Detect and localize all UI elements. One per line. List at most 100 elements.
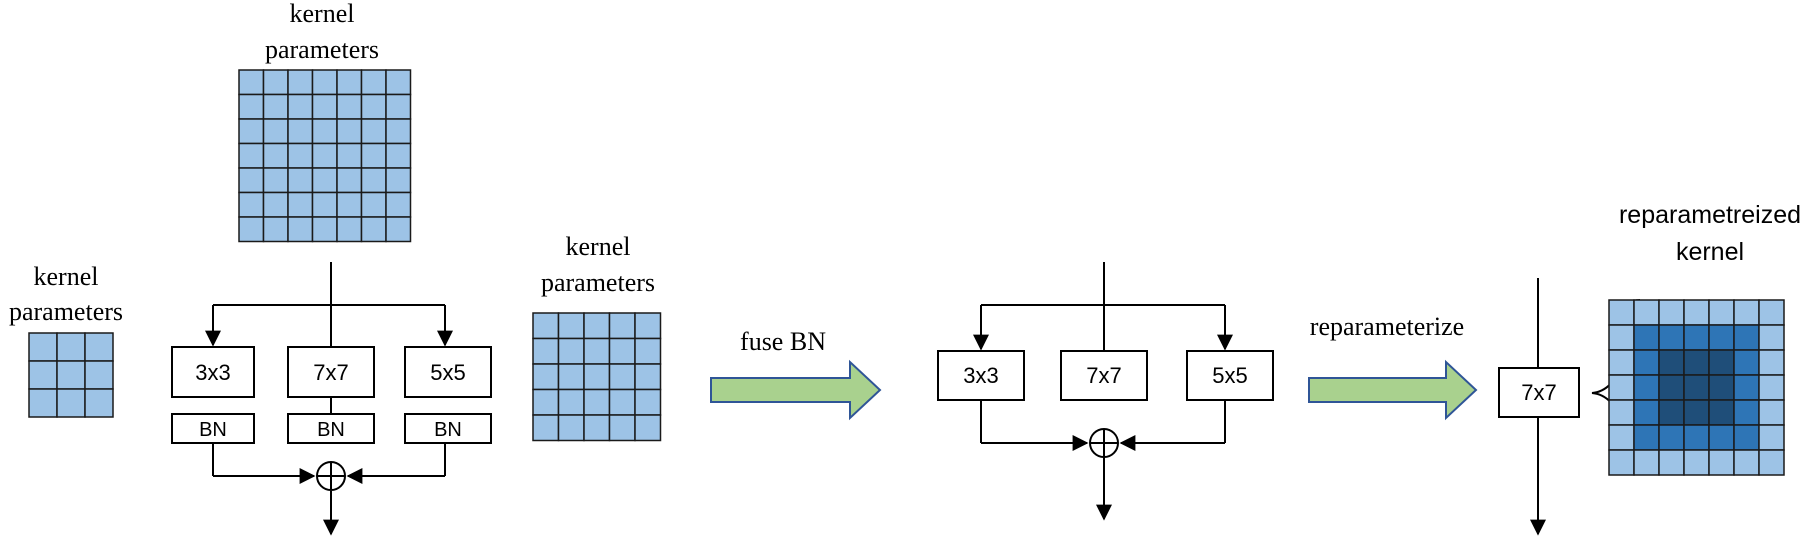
kernel-cell bbox=[262, 167, 289, 194]
kernel-cell bbox=[608, 414, 636, 442]
reparameterize-label: reparameterize bbox=[1310, 312, 1464, 341]
kernel-cell bbox=[385, 167, 412, 194]
kernel-cell bbox=[238, 191, 265, 218]
stage2-conv-7x7-label: 7x7 bbox=[1086, 363, 1121, 388]
kernel-cell bbox=[1658, 399, 1685, 426]
kernel-cell bbox=[385, 216, 412, 243]
kernel-cell bbox=[262, 191, 289, 218]
stage1-bn-box-2 bbox=[287, 413, 375, 444]
kernel-params-left-line2: parameters bbox=[9, 297, 123, 326]
kernel-cell bbox=[262, 69, 289, 96]
stage1-conv-5x5-box bbox=[404, 346, 492, 398]
kernel-cell bbox=[608, 337, 636, 365]
kernel-cell bbox=[1633, 299, 1660, 326]
kernel-cell bbox=[1608, 349, 1635, 376]
kernel-cell bbox=[532, 337, 560, 365]
kernel-cell bbox=[532, 363, 560, 391]
kernel-cell bbox=[84, 388, 114, 418]
kernel-cell bbox=[634, 363, 662, 391]
kernel-cell bbox=[1658, 299, 1685, 326]
reparam-kernel-line1: reparametreized bbox=[1619, 201, 1801, 229]
kernel-cell bbox=[28, 388, 58, 418]
kernel-cell bbox=[1708, 299, 1735, 326]
kernel-cell bbox=[1633, 374, 1660, 401]
kernel-cell bbox=[1758, 374, 1785, 401]
kernel-cell bbox=[28, 360, 58, 390]
kernel-cell bbox=[336, 216, 363, 243]
kernel-cell bbox=[287, 69, 314, 96]
kernel-cell bbox=[1683, 424, 1710, 451]
kernel-cell bbox=[1733, 324, 1760, 351]
kernel-cell bbox=[1733, 399, 1760, 426]
kernel-params-left-line1: kernel bbox=[34, 262, 99, 291]
kernel-cell bbox=[1708, 374, 1735, 401]
kernel-cell bbox=[557, 363, 585, 391]
kernel-cell bbox=[238, 118, 265, 145]
kernel-cell bbox=[1708, 424, 1735, 451]
kernel-cell bbox=[385, 191, 412, 218]
kernel-cell bbox=[1758, 349, 1785, 376]
stage3-conv-7x7-label: 7x7 bbox=[1521, 380, 1556, 405]
stage1-bn-box-3 bbox=[404, 413, 492, 444]
kernel-cell bbox=[385, 118, 412, 145]
kernel-cell bbox=[336, 69, 363, 96]
kernel-cell bbox=[336, 191, 363, 218]
kernel-cell bbox=[56, 360, 86, 390]
kernel-grid-5x5 bbox=[532, 312, 662, 442]
kernel-cell bbox=[608, 312, 636, 340]
kernel-cell bbox=[311, 118, 338, 145]
kernel-cell bbox=[1683, 324, 1710, 351]
kernel-cell bbox=[287, 216, 314, 243]
kernel-cell bbox=[557, 312, 585, 340]
kernel-cell bbox=[1683, 349, 1710, 376]
kernel-cell bbox=[311, 191, 338, 218]
kernel-cell bbox=[1708, 324, 1735, 351]
kernel-cell bbox=[1758, 324, 1785, 351]
kernel-cell bbox=[532, 388, 560, 416]
kernel-grid-3x3 bbox=[28, 332, 114, 418]
kernel-params-top-line2: parameters bbox=[265, 35, 379, 64]
kernel-cell bbox=[287, 191, 314, 218]
kernel-params-top-line1: kernel bbox=[290, 0, 355, 28]
kernel-cell bbox=[336, 118, 363, 145]
kernel-cell bbox=[1683, 374, 1710, 401]
kernel-cell bbox=[311, 216, 338, 243]
kernel-cell bbox=[262, 216, 289, 243]
stage2-conv-3x3-box bbox=[937, 350, 1025, 401]
kernel-cell bbox=[360, 142, 387, 169]
stage1-conv-5x5-label: 5x5 bbox=[430, 360, 465, 385]
kernel-cell bbox=[287, 93, 314, 120]
fuse-bn-label: fuse BN bbox=[740, 327, 826, 356]
kernel-cell bbox=[634, 388, 662, 416]
stage1-bn-box-1 bbox=[171, 413, 255, 444]
kernel-grid-7x7 bbox=[238, 69, 412, 243]
stage1-conv-3x3-label: 3x3 bbox=[195, 360, 230, 385]
kernel-cell bbox=[385, 142, 412, 169]
kernel-cell bbox=[583, 363, 611, 391]
kernel-cell bbox=[1658, 449, 1685, 476]
kernel-cell bbox=[287, 118, 314, 145]
kernel-cell bbox=[1633, 349, 1660, 376]
kernel-cell bbox=[1608, 324, 1635, 351]
stage1-bn-label-2: BN bbox=[317, 419, 345, 441]
kernel-cell bbox=[84, 332, 114, 362]
kernel-cell bbox=[336, 142, 363, 169]
kernel-cell bbox=[532, 312, 560, 340]
kernel-cell bbox=[1708, 349, 1735, 376]
kernel-params-mid-line1: kernel bbox=[566, 232, 631, 261]
kernel-cell bbox=[1683, 399, 1710, 426]
kernel-cell bbox=[1758, 399, 1785, 426]
kernel-cell bbox=[262, 142, 289, 169]
kernel-cell bbox=[238, 142, 265, 169]
kernel-cell bbox=[336, 93, 363, 120]
kernel-cell bbox=[583, 312, 611, 340]
kernel-cell bbox=[56, 388, 86, 418]
kernel-cell bbox=[1608, 399, 1635, 426]
kernel-cell bbox=[238, 216, 265, 243]
kernel-cell bbox=[1758, 299, 1785, 326]
kernel-cell bbox=[1608, 299, 1635, 326]
kernel-cell bbox=[1758, 449, 1785, 476]
kernel-cell bbox=[28, 332, 58, 362]
kernel-cell bbox=[84, 360, 114, 390]
kernel-cell bbox=[608, 388, 636, 416]
